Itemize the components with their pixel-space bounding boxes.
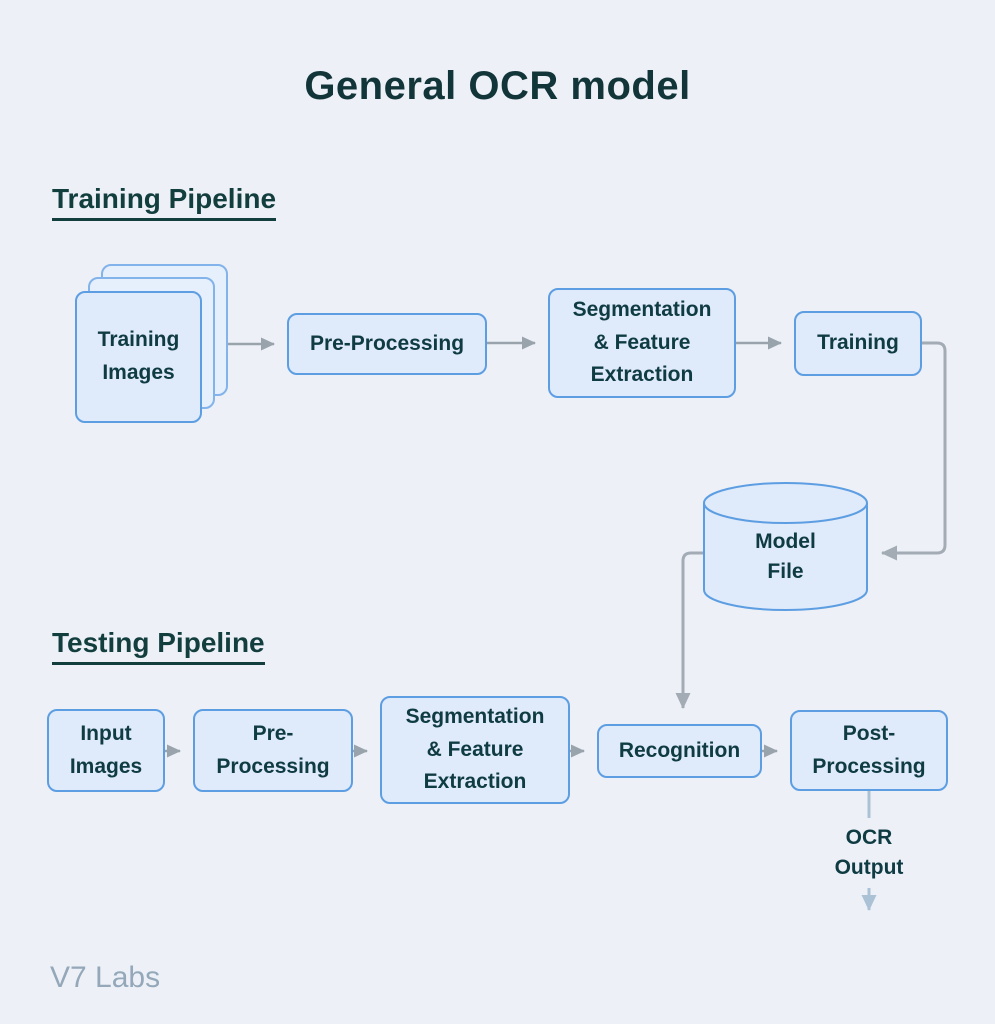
node-pre-processing-training: Pre-Processing <box>287 313 487 375</box>
connector-model-file-to-recognition <box>675 551 704 709</box>
model-file-cylinder <box>703 482 868 611</box>
node-segmentation-training: Segmentation & Feature Extraction <box>548 288 736 398</box>
model-file-label: Model File <box>755 530 816 584</box>
node-pre-processing-testing: Pre- Processing <box>193 709 353 792</box>
v7-labs-watermark: V7 Labs <box>50 961 161 994</box>
ocr-output-label: OCR Output <box>834 826 904 880</box>
node-recognition: Recognition <box>597 724 762 778</box>
connector-training-to-model-file <box>881 341 947 561</box>
node-input-images: Input Images <box>47 709 165 792</box>
node-training: Training <box>794 311 922 376</box>
page-title: General OCR model <box>304 64 691 108</box>
testing-pipeline-heading: Testing Pipeline <box>52 627 265 665</box>
training-pipeline-heading: Training Pipeline <box>52 183 277 221</box>
node-post-processing: Post- Processing <box>790 710 948 791</box>
node-training-images: Training Images <box>75 291 202 423</box>
node-segmentation-testing: Segmentation & Feature Extraction <box>380 696 570 804</box>
